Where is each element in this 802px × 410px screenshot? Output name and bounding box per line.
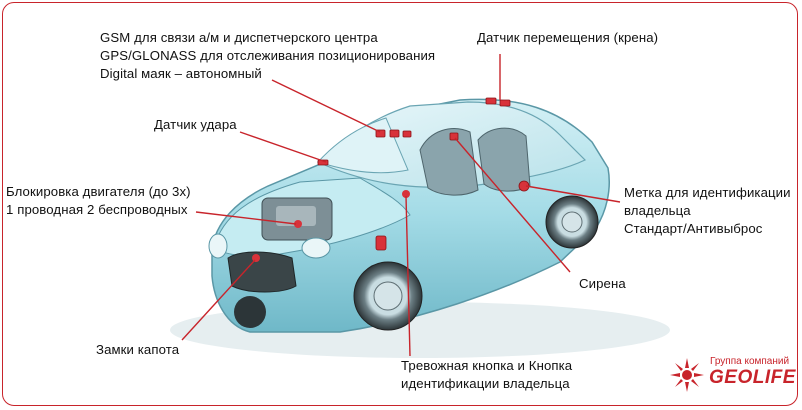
- hood-label: Замки капота: [96, 342, 180, 357]
- headlight-left: [208, 233, 228, 259]
- line-panic: [405, 195, 411, 357]
- border-frame: [2, 2, 798, 406]
- line-siren: [454, 137, 571, 273]
- comm-line-gps: GPS/GLONASS для отслеживания позициониро…: [100, 48, 436, 63]
- front-hub: [373, 281, 403, 311]
- brand-logo: Группа компаний GEOLIFE: [668, 352, 795, 400]
- engine-line-2: 1 проводная 2 беспроводных: [6, 202, 188, 217]
- gps-module: [389, 129, 400, 138]
- seat-front: [419, 128, 479, 196]
- brand-subtitle: Группа компаний: [710, 356, 790, 367]
- engine-lock-marker: [294, 220, 302, 228]
- siren-label: Сирена: [579, 276, 626, 291]
- panic-label: Тревожная кнопка и Кнопка идентификации …: [401, 357, 572, 393]
- comm-label: GSM для связи а/м и диспетчерского центр…: [100, 29, 435, 83]
- engine-line-1: Блокировка двигателя (до 3х): [6, 184, 191, 199]
- geolife-sun-icon: [670, 358, 704, 392]
- brand-name: GEOLIFE: [709, 367, 796, 388]
- panic-line-1: Тревожная кнопка и Кнопка: [401, 358, 573, 373]
- windshield: [317, 117, 409, 174]
- panic-line-2: идентификации владельца: [401, 376, 570, 391]
- tilt-label: Датчик перемещения (крена): [477, 30, 659, 45]
- panic-button-marker: [402, 190, 410, 198]
- tag-line-3: Стандарт/Антивыброс: [624, 221, 763, 236]
- engine-label: Блокировка двигателя (до 3х) 1 проводная…: [6, 183, 191, 219]
- line-engine: [195, 211, 297, 225]
- line-shock: [239, 131, 327, 163]
- beacon-module: [402, 130, 412, 138]
- tag-label: Метка для идентификации владельца Станда…: [624, 184, 791, 238]
- tilt-sensor: [485, 97, 497, 105]
- siren-device: [449, 132, 459, 141]
- shock-label: Датчик удара: [154, 117, 237, 132]
- comm-line-beacon: Digital маяк – автономный: [100, 66, 262, 81]
- engine-cover: [276, 206, 316, 226]
- headlight-right: [301, 237, 331, 259]
- front-grille: [227, 251, 297, 293]
- engine-relay: [375, 235, 387, 251]
- rear-hub: [561, 211, 583, 233]
- comm-line-gsm: GSM для связи а/м и диспетчерского центр…: [100, 30, 378, 45]
- line-tag: [525, 185, 621, 203]
- hood-lock-marker: [252, 254, 260, 262]
- line-hood: [181, 259, 256, 341]
- tag-line-1: Метка для идентификации: [624, 185, 791, 200]
- line-comm: [271, 79, 381, 133]
- front-left-tire: [234, 296, 266, 328]
- tag-line-2: владельца: [624, 203, 691, 218]
- tilt-sensor-2: [499, 99, 511, 107]
